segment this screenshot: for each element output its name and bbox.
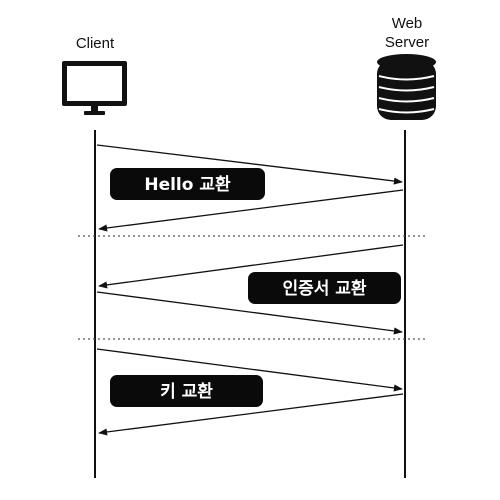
arrow-client-to-server xyxy=(96,144,403,185)
database-icon xyxy=(377,54,436,120)
arrow-server-to-client xyxy=(98,244,404,289)
phase-label-certificate: 인증서 교환 xyxy=(282,279,366,299)
arrow-client-to-server xyxy=(96,291,403,335)
monitor-icon xyxy=(62,61,127,115)
phase-label-hello: Hello 교환 xyxy=(144,175,231,195)
client-label: Client xyxy=(75,35,115,52)
server-label: Web Server xyxy=(362,14,452,52)
arrow-client-to-server xyxy=(96,348,403,392)
server-label-line2: Server xyxy=(384,34,430,51)
phase-label-pill: 인증서 교환 xyxy=(248,272,401,304)
server-label-line1: Web xyxy=(391,15,423,32)
arrow-server-to-client xyxy=(98,189,404,232)
arrow-server-to-client xyxy=(98,393,404,436)
phase-label-pill: 키 교환 xyxy=(110,375,263,407)
phase-label-key: 키 교환 xyxy=(160,382,213,402)
phase-label-pill: Hello 교환 xyxy=(110,168,265,200)
